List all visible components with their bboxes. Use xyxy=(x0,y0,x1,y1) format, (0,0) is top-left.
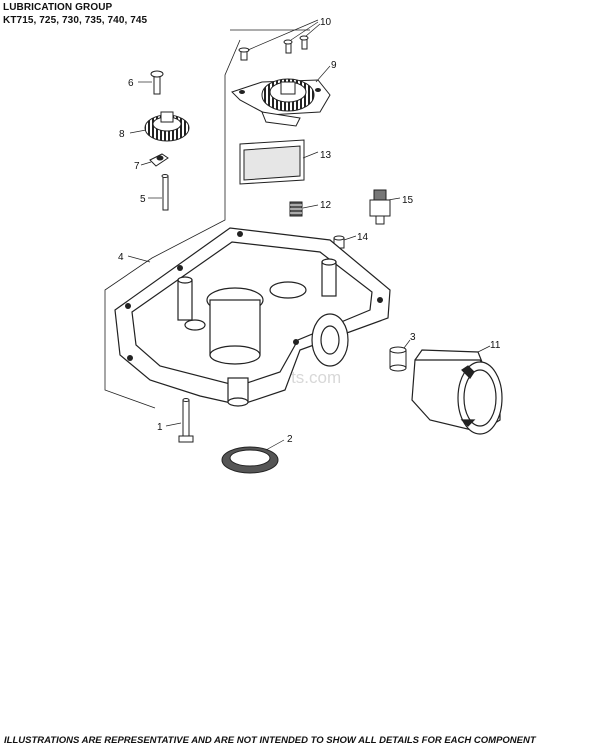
callout-1: 1 xyxy=(157,422,163,433)
part-1-bolt xyxy=(178,398,194,443)
part-7-lever xyxy=(149,153,169,167)
group-boundary-line xyxy=(104,29,310,409)
callout-9: 9 xyxy=(331,60,337,71)
callout-2: 2 xyxy=(287,434,293,445)
part-10-screws xyxy=(238,35,309,61)
part-12-spring xyxy=(289,201,303,217)
part-9-oil-pump xyxy=(231,78,331,127)
part-11-oil-filter xyxy=(411,349,503,435)
callout-8: 8 xyxy=(119,129,125,140)
part-13-screen xyxy=(239,139,305,185)
callout-6: 6 xyxy=(128,78,134,89)
callout-11: 11 xyxy=(490,340,501,351)
callout-10: 10 xyxy=(320,17,332,28)
part-15-pressure-switch xyxy=(369,189,391,225)
callout-12: 12 xyxy=(320,200,332,211)
callout-14: 14 xyxy=(357,232,369,243)
callout-15: 15 xyxy=(402,195,414,206)
callout-3: 3 xyxy=(410,332,416,343)
part-3-fitting xyxy=(389,346,407,372)
callout-4: 4 xyxy=(118,252,124,263)
part-5-shaft xyxy=(161,174,169,211)
part-14-plug xyxy=(333,235,345,249)
callout-13: 13 xyxy=(320,150,332,161)
part-6-pin xyxy=(150,70,164,95)
callout-7: 7 xyxy=(134,161,140,172)
diagram-title: LUBRICATION GROUP xyxy=(3,2,113,13)
part-8-gear xyxy=(144,111,190,142)
callout-5: 5 xyxy=(140,194,146,205)
part-2-seal xyxy=(221,446,279,474)
part-4-oil-pan xyxy=(114,227,391,407)
model-list: KT715, 725, 730, 735, 740, 745 xyxy=(3,15,148,26)
disclaimer-footer: ILLUSTRATIONS ARE REPRESENTATIVE AND ARE… xyxy=(4,735,536,746)
